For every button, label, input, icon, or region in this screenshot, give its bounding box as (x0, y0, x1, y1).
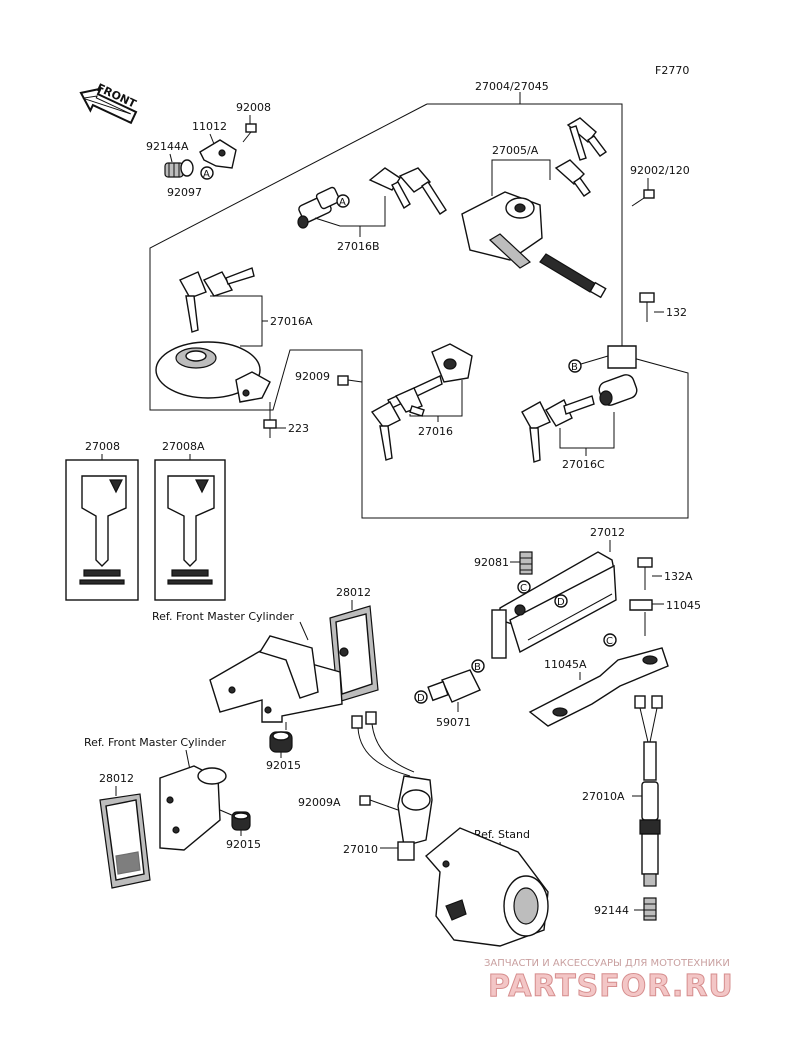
svg-text:A: A (203, 169, 210, 180)
label-28012-bottom: 28012 (99, 772, 134, 785)
label-ref-front-master-bottom: Ref. Front Master Cylinder (84, 736, 226, 749)
label-92081: 92081 (474, 556, 509, 569)
washer-92097 (180, 159, 194, 177)
bracket-27012 (491, 551, 617, 659)
label-92144: 92144 (594, 904, 629, 917)
nut-92015-top (269, 731, 293, 753)
label-27010a: 27010A (582, 790, 625, 803)
bolt-132 (639, 292, 655, 322)
svg-text:D: D (557, 597, 565, 608)
key-27005-1 (566, 117, 608, 161)
label-ref-front-master-top: Ref. Front Master Cylinder (152, 610, 294, 623)
key-27016-1 (370, 401, 401, 461)
svg-text:D: D (417, 693, 425, 704)
key-blank-27008a (154, 459, 226, 601)
switch-59071 (427, 669, 481, 703)
label-27005a: 27005/A (492, 144, 539, 157)
label-27008a: 27008A (162, 440, 205, 453)
label-132: 132 (666, 306, 687, 319)
svg-text:B: B (474, 662, 481, 673)
key-27016b-1 (368, 167, 411, 210)
label-223: 223 (288, 422, 309, 435)
figure-code: F2770 (655, 64, 689, 77)
svg-text:A: A (339, 197, 346, 208)
watermark-tagline: ЗАПЧАСТИ И АКСЕССУАРЫ ДЛЯ МОТОТЕХНИКИ (484, 958, 730, 969)
callout-b-switch: B (471, 659, 485, 673)
svg-text:B: B (571, 362, 578, 373)
label-27016a: 27016A (270, 315, 313, 328)
clip-11045 (629, 599, 653, 611)
key-27016a-2 (202, 267, 255, 297)
screw-92002 (631, 189, 655, 207)
svg-text:C: C (606, 636, 613, 647)
key-blank-27008 (65, 459, 139, 601)
watermark-brand: PARTSFOR.RU (488, 969, 734, 1004)
key-27016a-1 (179, 271, 207, 333)
callout-c-bracket: C (517, 580, 531, 594)
label-11045: 11045 (666, 599, 701, 612)
lock-27016b (297, 186, 341, 229)
label-28012-top: 28012 (336, 586, 371, 599)
screw-92009a (359, 795, 399, 811)
reservoir-28012-bottom (99, 793, 151, 889)
side-stand (424, 827, 549, 947)
screw-223 (263, 419, 277, 438)
label-92015-bottom: 92015 (226, 838, 261, 851)
spring-92144 (643, 897, 657, 921)
label-92144a: 92144A (146, 140, 189, 153)
screw-92008 (242, 123, 257, 143)
callout-c-plate: C (603, 633, 617, 647)
assembly-outline (149, 103, 689, 519)
label-92097: 92097 (167, 186, 202, 199)
label-92008: 92008 (236, 101, 271, 114)
callout-a-top: A (200, 166, 214, 180)
callout-b-lock: B (568, 359, 582, 373)
front-arrow-icon (79, 87, 138, 125)
stand-switch-27010 (397, 775, 433, 861)
plate-11045a (528, 647, 669, 727)
label-27016: 27016 (418, 425, 453, 438)
label-ref-stand: Ref. Stand (474, 828, 530, 841)
ignition-switch (461, 191, 607, 299)
reservoir-28012-top (329, 605, 379, 703)
key-27016b-2 (398, 167, 447, 215)
spring-92144a (164, 162, 184, 178)
key-27016c-2 (545, 395, 595, 427)
label-main-assembly: 27004/27045 (475, 80, 549, 93)
wire-connector-27010a (634, 695, 663, 743)
bolt-132a (637, 557, 653, 590)
spring-92081 (519, 551, 533, 575)
master-cylinder-bracket-bottom (159, 765, 227, 851)
callout-d-bracket: D (554, 594, 568, 608)
svg-text:C: C (520, 583, 527, 594)
master-cylinder-bracket-top (209, 635, 343, 723)
screw-92009 (337, 375, 363, 386)
switch-27010a (639, 741, 661, 887)
label-92009: 92009 (295, 370, 330, 383)
key-27016c-1 (521, 401, 551, 463)
nut-92015-bottom (231, 811, 251, 831)
callout-d-switch: D (414, 690, 428, 704)
key-27005-2 (554, 159, 591, 197)
helmet-lock-27016c (598, 345, 638, 406)
key-27016-2 (394, 387, 425, 417)
label-27016b: 27016B (337, 240, 380, 253)
label-27008: 27008 (85, 440, 120, 453)
label-11012: 11012 (192, 120, 227, 133)
label-11045a: 11045A (544, 658, 587, 671)
label-27010: 27010 (343, 843, 378, 856)
label-132a: 132A (664, 570, 693, 583)
fuel-cap (155, 341, 271, 403)
label-92015-top: 92015 (266, 759, 301, 772)
label-92002-120: 92002/120 (630, 164, 690, 177)
callout-a-lock: A (336, 194, 350, 208)
label-27016c: 27016C (562, 458, 605, 471)
label-59071: 59071 (436, 716, 471, 729)
label-27012: 27012 (590, 526, 625, 539)
wire-connector-27010 (351, 711, 415, 777)
label-92009a: 92009A (298, 796, 341, 809)
bracket-11012 (199, 139, 237, 169)
